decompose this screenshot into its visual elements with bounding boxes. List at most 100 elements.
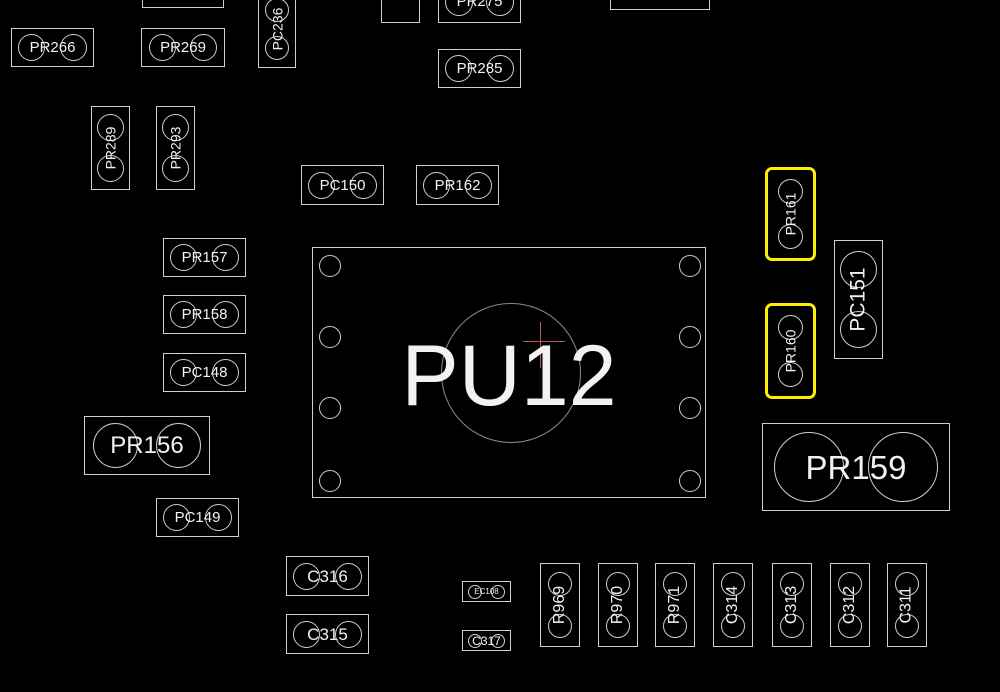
component-c314[interactable]: C314: [713, 563, 753, 647]
solder-pad: [774, 432, 845, 502]
component-reference-label: R971: [656, 564, 694, 646]
solder-pad: [59, 34, 87, 61]
solder-pad: [170, 244, 198, 271]
solder-pad: [293, 620, 321, 648]
component-pr160[interactable]: PR160: [765, 303, 816, 399]
solder-pad: [349, 171, 377, 199]
solder-pad: [265, 0, 289, 22]
solder-pad: [778, 361, 803, 387]
component-pr266[interactable]: PR266: [11, 28, 94, 67]
component-ref-text: C311: [898, 586, 915, 624]
offscreen-component-outline[interactable]: [142, 0, 224, 8]
solder-pad: [423, 171, 451, 199]
component-reference-label: C314: [714, 564, 752, 646]
component-reference-label: PC149: [157, 499, 238, 536]
offscreen-component-outline[interactable]: [610, 0, 710, 10]
solder-pad: [464, 171, 492, 199]
component-ref-text: PC149: [174, 509, 221, 526]
component-pc150[interactable]: PC150: [301, 165, 384, 205]
component-ref-text: R970: [609, 585, 626, 625]
component-ref-text: R971: [666, 585, 683, 625]
component-reference-label: PR158: [164, 296, 245, 333]
solder-pad: [334, 620, 362, 648]
component-pr275[interactable]: PR275: [438, 0, 521, 23]
component-ref-text: C313: [783, 585, 800, 625]
offscreen-component-outline[interactable]: [381, 0, 420, 23]
solder-pad: [867, 432, 938, 502]
solder-pad: [721, 613, 745, 638]
component-reference-label: PR269: [142, 29, 224, 66]
solder-pad: [780, 613, 804, 638]
component-ref-text: PR159: [805, 448, 907, 486]
solder-pad: [780, 572, 804, 597]
component-pc148[interactable]: PC148: [163, 353, 246, 392]
component-pr157[interactable]: PR157: [163, 238, 246, 277]
component-reference-label: PR289: [92, 107, 129, 189]
component-r971[interactable]: R971: [655, 563, 695, 647]
component-pr156[interactable]: PR156: [84, 416, 210, 475]
solder-pad: [778, 178, 803, 204]
solder-pad: [491, 584, 506, 599]
solder-pad: [606, 613, 630, 638]
component-c315[interactable]: C315: [286, 614, 369, 654]
component-reference-label: PR293: [157, 107, 194, 189]
component-ref-text: C315: [307, 624, 348, 644]
ic-footprint-pu12[interactable]: PU12: [312, 247, 706, 498]
solder-pad: [895, 572, 919, 597]
component-r970[interactable]: R970: [598, 563, 638, 647]
component-ref-text: C316: [307, 566, 348, 586]
solder-pad: [663, 572, 687, 597]
solder-pad: [162, 113, 189, 141]
component-reference-label: PR156: [85, 417, 209, 474]
component-pr289[interactable]: PR289: [91, 106, 130, 190]
solder-pad: [486, 55, 514, 82]
component-reference-label: PC236: [259, 0, 295, 67]
solder-pad: [97, 155, 124, 183]
solder-pad: [606, 572, 630, 597]
solder-pad: [467, 584, 482, 599]
component-c313[interactable]: C313: [772, 563, 812, 647]
component-ref-text: R969: [551, 585, 568, 625]
component-reference-label: PR159: [763, 424, 949, 510]
component-reference-label: PC151: [835, 241, 882, 358]
component-c316[interactable]: C316: [286, 556, 369, 596]
component-ec108[interactable]: EC108: [462, 581, 511, 602]
component-ref-text: PR289: [102, 126, 119, 170]
component-pc151[interactable]: PC151: [834, 240, 883, 359]
component-pr162[interactable]: PR162: [416, 165, 499, 205]
component-ref-text: PR158: [181, 306, 228, 323]
component-c311[interactable]: C311: [887, 563, 927, 647]
solder-pad: [840, 251, 877, 289]
component-pr293[interactable]: PR293: [156, 106, 195, 190]
component-ref-text: C312: [841, 585, 858, 625]
component-pr285[interactable]: PR285: [438, 49, 521, 88]
component-reference-label: R969: [541, 564, 579, 646]
solder-pad: [308, 171, 336, 199]
solder-pad: [93, 423, 139, 468]
component-pr161[interactable]: PR161: [765, 167, 816, 261]
component-c312[interactable]: C312: [830, 563, 870, 647]
origin-crosshair-vertical: [540, 322, 541, 368]
solder-pad: [778, 224, 803, 249]
solder-pad: [548, 572, 572, 597]
component-pr269[interactable]: PR269: [141, 28, 225, 67]
component-reference-label: C311: [888, 564, 926, 646]
component-pr159[interactable]: PR159: [762, 423, 950, 511]
solder-pad: [778, 315, 803, 341]
component-ref-text: PC150: [319, 176, 366, 194]
solder-pad: [190, 34, 218, 61]
component-pc149[interactable]: PC149: [156, 498, 239, 537]
solder-pad: [204, 504, 232, 531]
component-ref-text: PR266: [29, 39, 76, 56]
component-r969[interactable]: R969: [540, 563, 580, 647]
solder-pad: [548, 613, 572, 638]
ic-pin-pad: [319, 397, 341, 419]
component-pc236[interactable]: PC236: [258, 0, 296, 68]
ic-pin-pad: [319, 255, 341, 277]
component-c317[interactable]: C317: [462, 630, 511, 651]
component-reference-label: PR160: [768, 306, 813, 396]
component-reference-label: PR157: [164, 239, 245, 276]
component-pr158[interactable]: PR158: [163, 295, 246, 334]
component-ref-text: PR162: [434, 176, 481, 194]
